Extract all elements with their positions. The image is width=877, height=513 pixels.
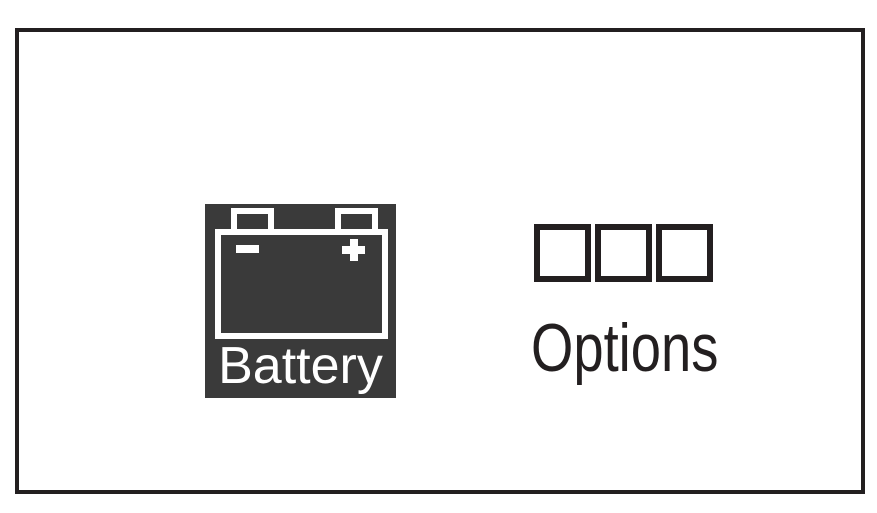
- minus-sign-icon: [236, 245, 259, 253]
- plus-vertical-bar: [350, 239, 358, 261]
- options-label: Options: [531, 310, 719, 386]
- battery-button[interactable]: Battery: [205, 204, 396, 398]
- options-squares-icon: [534, 224, 713, 282]
- options-button[interactable]: Options: [524, 217, 734, 387]
- option-square-icon: [534, 224, 591, 282]
- plus-sign-icon: [342, 239, 365, 261]
- battery-icon: [205, 204, 396, 398]
- content-frame: Battery Options: [15, 28, 865, 494]
- option-square-icon: [595, 224, 652, 282]
- battery-label: Battery: [218, 337, 383, 395]
- option-square-icon: [656, 224, 713, 282]
